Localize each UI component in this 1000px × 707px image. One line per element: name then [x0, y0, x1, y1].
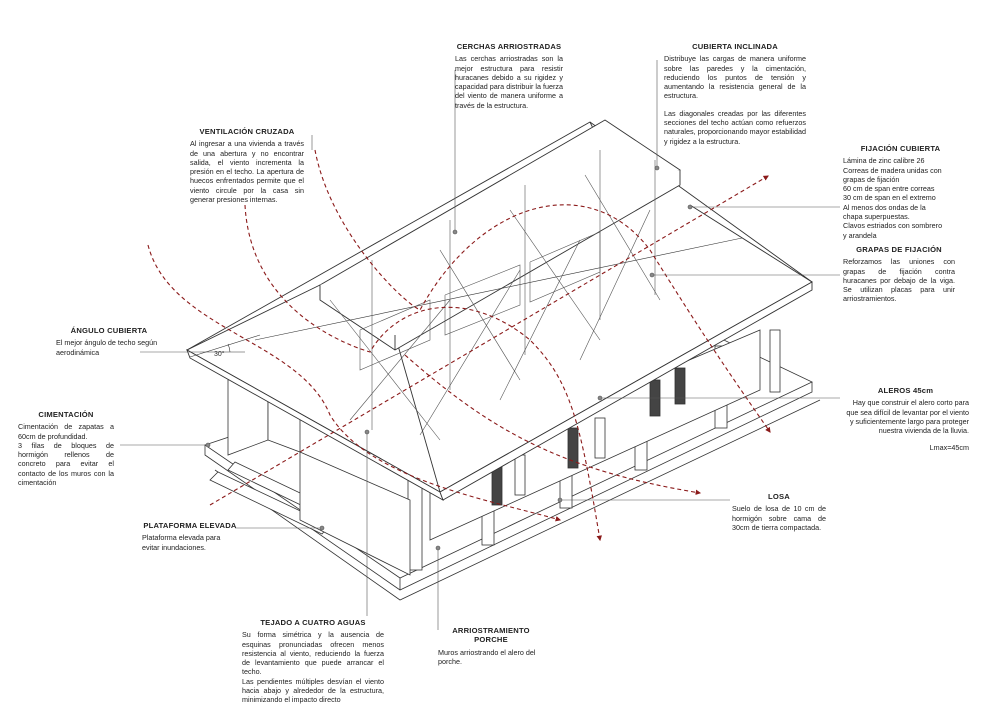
annotation-text: El mejor ángulo de techo según aerodinám… [56, 338, 158, 357]
leader-lines [120, 60, 840, 630]
annotation-losa: LOSA Suelo de losa de 10 cm de hormigón … [732, 492, 826, 532]
annotation-text-2: Las diagonales creadas por las diferente… [664, 108, 806, 146]
annotation-lmax: Lmax=45cm [929, 443, 969, 453]
annotation-line: grapas de fijación [843, 174, 900, 184]
annotation-title: FIJACIÓN CUBIERTA [860, 144, 941, 153]
annotation-cerchas: CERCHAS ARRIOSTRADAS Las cerchas arriost… [455, 42, 563, 110]
hip-roof [186, 119, 813, 501]
annotation-title: TEJADO A CUATRO AGUAS [260, 618, 366, 627]
annotation-title: ÁNGULO CUBIERTA [70, 326, 148, 335]
annotation-tejado: TEJADO A CUATRO AGUAS Su forma simétrica… [242, 618, 384, 705]
annotation-line: chapa superpuestas. [843, 212, 910, 222]
annotation-line: Al menos dos ondas de la [843, 202, 926, 212]
annotation-text: Al ingresar a una vivienda a través de u… [190, 139, 304, 205]
annotation-title: PLATAFORMA ELEVADA [143, 521, 237, 530]
annotation-text: Muros arriostrando el alero del porche. [438, 647, 536, 666]
annotation-line: Clavos estriados con sombrero [843, 221, 943, 231]
annotation-porche: ARRIOSTRAMIENTO PORCHE Muros arriostrand… [438, 626, 544, 666]
annotation-fijacion: FIJACIÓN CUBIERTA Lámina de zinc calibre… [843, 144, 958, 240]
annotation-title: CERCHAS ARRIOSTRADAS [456, 42, 562, 51]
annotation-ventilacion: VENTILACIÓN CRUZADA Al ingresar a una vi… [190, 127, 304, 204]
annotation-line: Correas de madera unidas con [843, 165, 942, 175]
annotation-aleros: ALEROS 45cm Hay que construir el alero c… [842, 386, 969, 453]
annotation-title: CIMENTACIÓN [38, 410, 94, 419]
annotation-line: 60 cm de span entre correas [843, 184, 935, 194]
wind-arrow [147, 244, 562, 522]
annotation-title: GRAPAS DE FIJACIÓN [856, 245, 942, 254]
annotation-text: Plataforma elevada para evitar inundacio… [142, 533, 221, 552]
annotation-title: ALEROS 45cm [877, 386, 934, 395]
annotation-text: Suelo de losa de 10 cm de hormigón sobre… [732, 504, 826, 532]
annotation-text-2: 3 filas de bloques de hormigón rellenos … [18, 440, 114, 488]
wind-arrow [404, 354, 702, 495]
annotation-angulo: ÁNGULO CUBIERTA El mejor ángulo de techo… [56, 326, 162, 357]
annotation-plataforma: PLATAFORMA ELEVADA Plataforma elevada pa… [142, 521, 238, 552]
annotation-text: Distribuye las cargas de manera uniforme… [664, 54, 806, 101]
annotation-line: Lámina de zinc calibre 26 [843, 156, 925, 166]
annotation-cimentacion: CIMENTACIÓN Cimentación de zapatas a 60c… [18, 410, 114, 487]
annotation-title: CUBIERTA INCLINADA [692, 42, 778, 51]
annotation-line: y arandela [843, 230, 877, 240]
annotation-line: 30 cm de span en el extremo [843, 193, 936, 203]
annotation-text: Su forma simétrica y la ausencia de esqu… [242, 630, 384, 677]
annotation-grapas: GRAPAS DE FIJACIÓN Reforzamos las unione… [843, 245, 955, 304]
roof-angle-indicator: 30° [200, 343, 245, 358]
annotation-title: ARRIOSTRAMIENTO PORCHE [452, 626, 530, 645]
wind-arrow [314, 149, 771, 433]
annotation-title: VENTILACIÓN CRUZADA [199, 127, 295, 136]
wind-flow-arrows [147, 149, 771, 542]
annotation-text: Reforzamos las uniones con grapas de fij… [843, 257, 955, 304]
braced-trusses [329, 150, 661, 441]
annotation-title: LOSA [768, 492, 790, 501]
annotation-text-2: Las pendientes múltiples desvían el vien… [242, 676, 384, 705]
annotation-text: Las cerchas arriostradas son la mejor es… [455, 54, 563, 110]
annotation-text: Cimentación de zapatas a 60cm de profund… [18, 422, 114, 441]
wind-arrow [244, 204, 602, 542]
annotation-cubierta-inclinada: CUBIERTA INCLINADA Distribuye las cargas… [664, 42, 806, 146]
wind-arrow [209, 175, 769, 506]
angle-label: 30° [214, 350, 225, 358]
annotation-text: Hay que construir el alero corto para qu… [846, 398, 969, 436]
